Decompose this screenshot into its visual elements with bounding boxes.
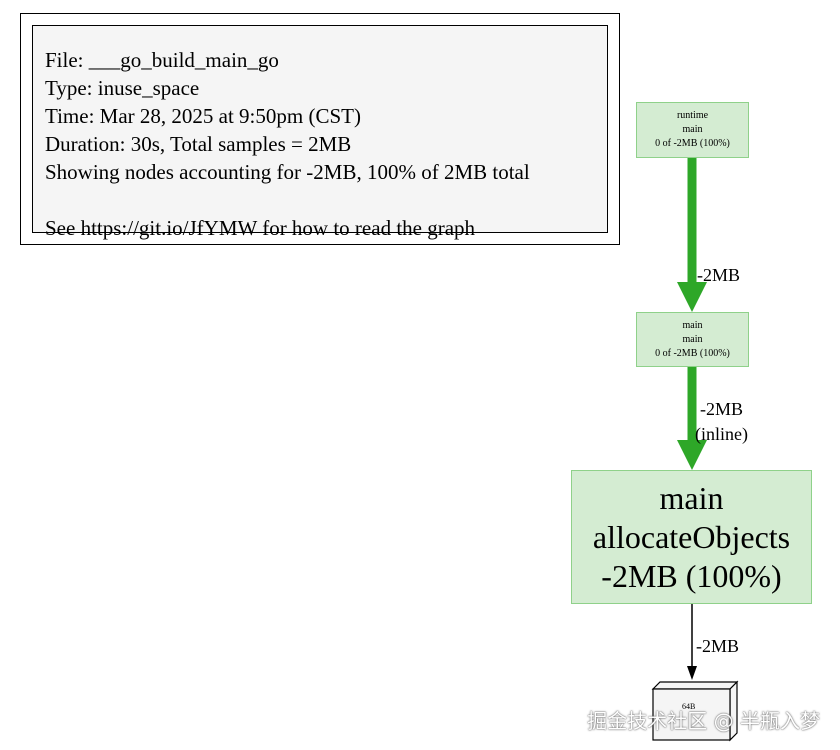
edge-allocate-to-size-arrowhead — [687, 666, 697, 680]
edge-main-to-allocate-arrowhead — [677, 440, 707, 470]
node-allocate-objects-value: -2MB (100%) — [601, 557, 782, 594]
legend-box: File: ___go_build_main_go Type: inuse_sp… — [20, 13, 620, 245]
legend-inner-box: File: ___go_build_main_go Type: inuse_sp… — [32, 25, 608, 240]
legend-file: File: ___go_build_main_go — [45, 48, 279, 72]
size-node-label: 64B — [682, 702, 696, 711]
node-allocate-objects-function: allocateObjects — [592, 518, 791, 555]
edge-runtime-to-main-label: -2MB — [697, 265, 741, 285]
node-runtime-main-function: main — [682, 124, 703, 135]
legend-time: Time: Mar 28, 2025 at 9:50pm (CST) — [45, 104, 361, 128]
size-node-3d-box[interactable] — [651, 680, 739, 742]
edge-allocate-to-size-label: -2MB — [696, 636, 740, 656]
legend-showing: Showing nodes accounting for -2MB, 100% … — [45, 160, 530, 184]
node-main-main-function: main — [682, 333, 703, 345]
edge-main-to-allocate-note: (inline) — [695, 424, 748, 444]
node-runtime-main-package: runtime — [676, 110, 709, 121]
node-runtime-main[interactable]: runtime main 0 of -2MB (100%) — [636, 102, 749, 158]
node-main-main[interactable]: main main 0 of -2MB (100%) — [636, 312, 749, 367]
legend-duration: Duration: 30s, Total samples = 2MB — [45, 132, 352, 156]
node-main-main-package: main — [682, 319, 703, 331]
legend-help-link[interactable]: See https://git.io/JfYMW for how to read… — [45, 216, 476, 240]
node-main-main-value: 0 of -2MB (100%) — [655, 347, 730, 359]
node-allocate-objects[interactable]: main allocateObjects -2MB (100%) — [571, 470, 812, 604]
watermark: 掘金技术社区 @ 半瓶入梦 — [587, 709, 820, 733]
node-allocate-objects-package: main — [659, 479, 724, 516]
edge-runtime-to-main-arrowhead — [677, 282, 707, 312]
legend-type: Type: inuse_space — [45, 76, 200, 100]
size-node-top-face — [651, 681, 739, 690]
node-runtime-main-value: 0 of -2MB (100%) — [655, 138, 730, 149]
edge-main-to-allocate-label: -2MB — [700, 399, 744, 419]
size-node-front-face — [652, 688, 731, 741]
